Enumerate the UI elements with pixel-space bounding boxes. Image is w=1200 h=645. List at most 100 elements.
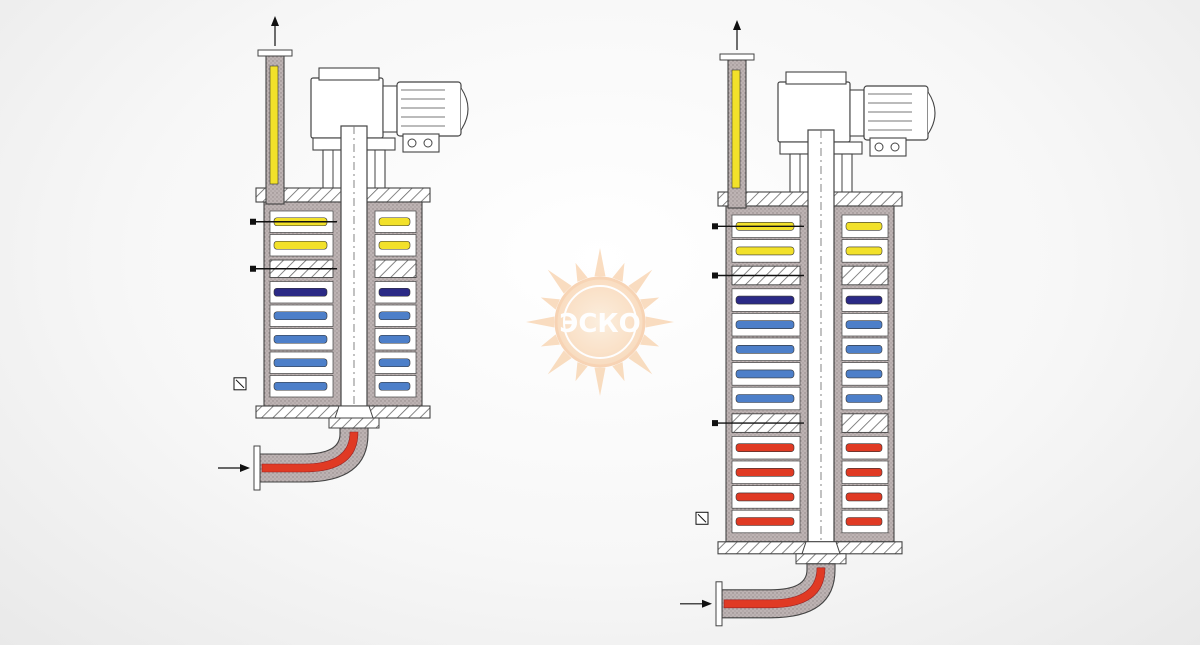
coolant-band: [735, 492, 795, 502]
sun-ray: [640, 334, 660, 347]
coolant-band: [273, 240, 328, 250]
chamber-hot: [731, 436, 889, 460]
coolant-band: [273, 381, 328, 391]
motor-end-cap: [927, 91, 936, 135]
coolant-band: [845, 394, 883, 403]
outlet-flange: [257, 49, 293, 57]
coolant-band: [273, 287, 328, 297]
coolant-band: [845, 295, 883, 305]
coolant-band: [735, 443, 795, 453]
coolant-band: [735, 369, 795, 379]
sun-ray: [594, 367, 606, 396]
sun-ray: [612, 262, 625, 282]
coolant-band: [735, 246, 795, 256]
sensor-icon: [250, 218, 256, 225]
coolant-band: [378, 358, 411, 368]
coolant-band: [845, 246, 883, 256]
coolant-band: [845, 492, 883, 502]
chamber-cool: [269, 375, 417, 398]
coolant-band: [735, 394, 795, 403]
chamber-hot: [731, 509, 889, 534]
watermark-text: ЭСКО: [559, 309, 641, 339]
chamber-cool: [731, 337, 889, 361]
separator-plate: [841, 265, 889, 286]
chamber-hot: [731, 460, 889, 484]
inlet-elbow-jacket: [261, 431, 359, 473]
sun-ray: [645, 316, 674, 328]
coolant-band: [378, 240, 411, 250]
coolant-band: [378, 311, 411, 321]
coolant-band: [273, 358, 328, 368]
motor-end-cap: [460, 87, 469, 131]
chamber-hot: [731, 485, 889, 509]
coolant-band: [845, 517, 883, 526]
coolant-band: [378, 381, 411, 391]
coolant-band: [735, 295, 795, 305]
outlet-flange: [719, 53, 755, 61]
apparatus-small: [218, 16, 469, 491]
valve-slash: [235, 379, 245, 389]
coolant-band: [845, 344, 883, 354]
inlet-elbow-jacket: [723, 567, 826, 609]
terminal-screw-icon: [874, 142, 884, 152]
chamber-cold: [269, 281, 417, 304]
coolant-band: [378, 334, 411, 344]
sun-ray: [540, 334, 560, 347]
arrow-up-icon: [733, 20, 741, 30]
bottom-nozzle: [795, 553, 847, 565]
chamber-cool: [269, 351, 417, 374]
sensor-icon: [250, 265, 256, 272]
sensor-icon: [712, 420, 718, 427]
chamber-warm: [269, 234, 417, 257]
nozzle-cone: [801, 541, 841, 555]
sun-ray: [547, 269, 572, 294]
inlet-flange: [253, 445, 261, 491]
terminal-screw-icon: [407, 138, 417, 148]
sun-rays-icon: [526, 248, 674, 396]
sensor-icon: [712, 223, 718, 230]
chamber-cool: [731, 313, 889, 337]
sun-ray: [547, 350, 572, 375]
outlet-pipe-jacket: [731, 69, 741, 189]
terminal-screw-icon: [890, 142, 900, 152]
coolant-band: [735, 467, 795, 477]
chamber-cool: [731, 362, 889, 386]
sun-ray: [526, 316, 555, 328]
coolant-band: [735, 517, 795, 526]
coolant-band: [845, 443, 883, 453]
sun-ray: [628, 350, 653, 375]
chamber-cool: [731, 386, 889, 411]
chamber-cool: [269, 328, 417, 351]
motor-flange: [382, 85, 398, 133]
coolant-band: [273, 334, 328, 344]
coolant-band: [378, 287, 411, 297]
arrow-right-icon: [240, 464, 250, 472]
valve-slash: [697, 513, 707, 523]
sensor-icon: [712, 272, 718, 279]
coolant-band: [845, 369, 883, 379]
coolant-band: [378, 217, 411, 227]
separator-plate: [841, 413, 889, 433]
gearbox-cap: [785, 71, 847, 85]
sun-ray: [628, 269, 653, 294]
separator-plate: [374, 259, 417, 278]
arrow-right-icon: [702, 599, 712, 608]
inlet-flange: [715, 581, 723, 627]
terminal-screw-icon: [423, 138, 433, 148]
gearbox-cap: [318, 67, 380, 81]
coolant-band: [273, 311, 328, 321]
outlet-pipe-jacket: [269, 65, 279, 185]
apparatus-large: [680, 20, 936, 627]
coolant-band: [735, 344, 795, 354]
motor-flange: [849, 89, 865, 137]
coolant-band: [845, 467, 883, 477]
coolant-band: [735, 320, 795, 330]
sun-ray: [612, 362, 625, 382]
bottom-nozzle: [328, 417, 380, 429]
coolant-band: [845, 222, 883, 231]
esko-watermark-logo: ЭСКО: [526, 248, 674, 396]
chamber-cool: [269, 304, 417, 327]
sun-ray: [575, 362, 588, 382]
chamber-cold: [731, 288, 889, 312]
